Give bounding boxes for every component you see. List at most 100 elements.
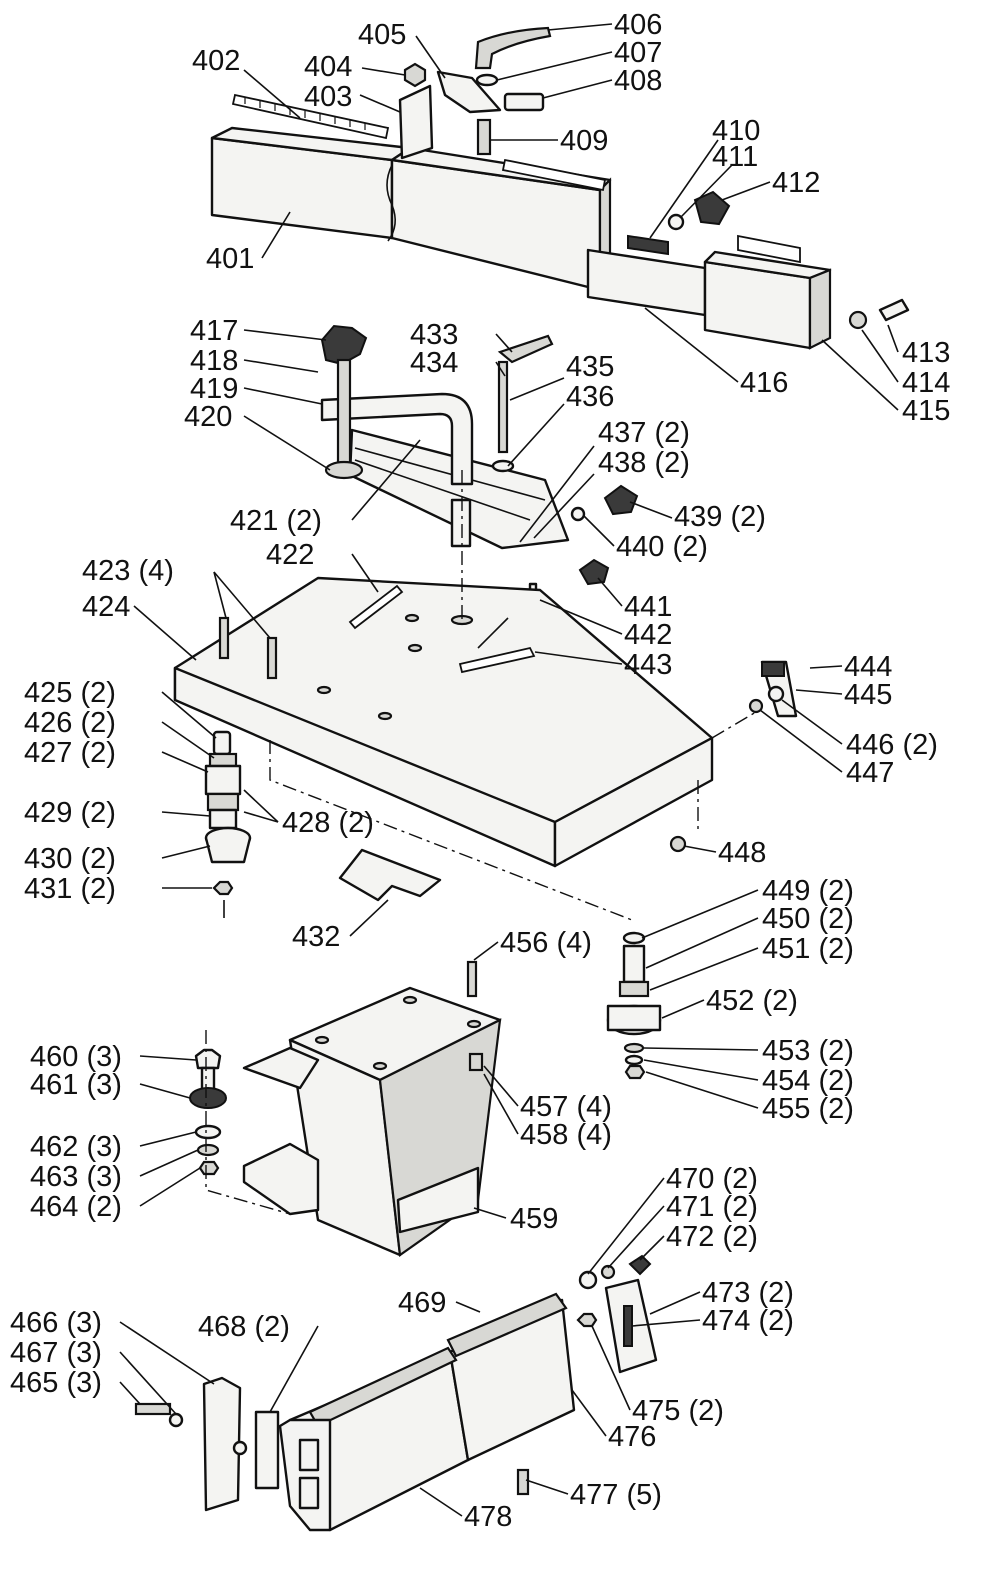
callout-447: 447	[846, 757, 894, 789]
screw-423-b	[266, 636, 278, 680]
callout-429: 429 (2)	[24, 797, 116, 829]
callout-418: 418	[190, 345, 238, 377]
fence-clamp-plate	[398, 84, 434, 160]
nut-464	[198, 1160, 220, 1176]
callout-413: 413	[902, 337, 950, 369]
end-plate-hole	[232, 1440, 248, 1456]
table-assembly	[173, 470, 798, 921]
callout-466: 466 (3)	[10, 1307, 102, 1339]
extension-rail	[586, 248, 707, 317]
callout-444: 444	[844, 651, 892, 683]
cup-430	[204, 837, 252, 864]
washer-463	[196, 1143, 220, 1157]
screw-456	[466, 960, 478, 998]
nut-414	[848, 310, 868, 330]
threaded-rod	[336, 358, 352, 472]
callout-475: 475 (2)	[632, 1395, 724, 1427]
lock-plate-410	[627, 234, 669, 256]
callout-471: 471 (2)	[666, 1191, 758, 1223]
callout-452: 452 (2)	[706, 985, 798, 1017]
bolt-435	[497, 360, 509, 454]
washer-446	[767, 685, 785, 703]
plate-444	[761, 661, 785, 677]
callout-448: 448	[718, 837, 766, 869]
callout-428: 428 (2)	[282, 807, 374, 839]
callout-459: 459	[510, 1203, 558, 1235]
callout-443: 443	[624, 649, 672, 681]
stand-flange-bottom	[242, 1142, 320, 1216]
bracket-432	[338, 848, 442, 902]
callout-467: 467 (3)	[10, 1337, 102, 1369]
lever-handle-433	[497, 334, 554, 364]
callout-424: 424	[82, 591, 130, 623]
callout-472: 472 (2)	[666, 1221, 758, 1253]
screw-413	[878, 298, 910, 322]
washer-467	[168, 1412, 184, 1428]
screw-477	[516, 1468, 530, 1496]
callout-442: 442	[624, 619, 672, 651]
callout-453: 453 (2)	[762, 1035, 854, 1067]
washer-453	[623, 1042, 645, 1054]
nut-431	[212, 880, 234, 896]
callout-441: 441	[624, 591, 672, 623]
washer-436	[491, 459, 515, 473]
stand-hole-4	[466, 1019, 482, 1029]
nut-448	[669, 835, 687, 853]
callout-416: 416	[740, 367, 788, 399]
callout-450: 450 (2)	[762, 903, 854, 935]
stand-hole-3	[372, 1061, 388, 1071]
star-knob	[320, 324, 368, 366]
washer-449	[622, 931, 646, 945]
fence-bracket	[436, 70, 502, 114]
slot-474	[623, 1305, 633, 1347]
rail-profile-slot-a	[298, 1438, 320, 1472]
callout-468: 468 (2)	[198, 1311, 290, 1343]
stand-assembly-line	[205, 1030, 291, 1215]
trunnion-left	[204, 730, 252, 918]
callout-449: 449 (2)	[762, 875, 854, 907]
callout-461: 461 (3)	[30, 1069, 122, 1101]
callout-432: 432	[292, 921, 340, 953]
callout-455: 455 (2)	[762, 1093, 854, 1125]
callout-434: 434	[410, 347, 458, 379]
callout-439: 439 (2)	[674, 501, 766, 533]
set-screw-409	[476, 118, 492, 156]
rail-profile	[278, 1418, 332, 1532]
spacer-461	[189, 1087, 227, 1109]
nut-475	[576, 1312, 598, 1328]
screw-423-a	[218, 616, 230, 660]
washer-440	[570, 506, 586, 522]
knob-441	[578, 558, 610, 586]
callout-412: 412	[772, 167, 820, 199]
spacer-468	[254, 1410, 280, 1490]
callout-419: 419	[190, 373, 238, 405]
callout-402: 402	[192, 45, 240, 77]
callout-421: 421 (2)	[230, 505, 322, 537]
screw-465	[134, 1402, 172, 1416]
fence-scale-right	[501, 158, 607, 192]
washer-470	[578, 1270, 598, 1290]
callout-427: 427 (2)	[24, 737, 116, 769]
callout-409: 409	[560, 125, 608, 157]
assembly-line-2	[711, 711, 757, 739]
callout-425: 425 (2)	[24, 677, 116, 709]
rail-profile-slot-b	[298, 1476, 320, 1510]
callout-403: 403	[304, 81, 352, 113]
bushing-427	[204, 764, 242, 796]
washer-407	[475, 73, 499, 87]
table-scale-443	[458, 646, 536, 674]
callout-476: 476	[608, 1421, 656, 1453]
callout-414: 414	[902, 367, 950, 399]
gear-452-body	[606, 1004, 662, 1032]
fence-scale-left	[231, 93, 390, 140]
washer-471	[600, 1264, 616, 1280]
table-right-edge	[553, 736, 714, 868]
callout-430: 430 (2)	[24, 843, 116, 875]
bolt-460	[194, 1048, 222, 1070]
callout-478: 478	[464, 1501, 512, 1533]
callout-436: 436	[566, 381, 614, 413]
hold-down-assembly	[320, 324, 639, 608]
callout-438: 438 (2)	[598, 447, 690, 479]
callout-457: 457 (4)	[520, 1091, 612, 1123]
